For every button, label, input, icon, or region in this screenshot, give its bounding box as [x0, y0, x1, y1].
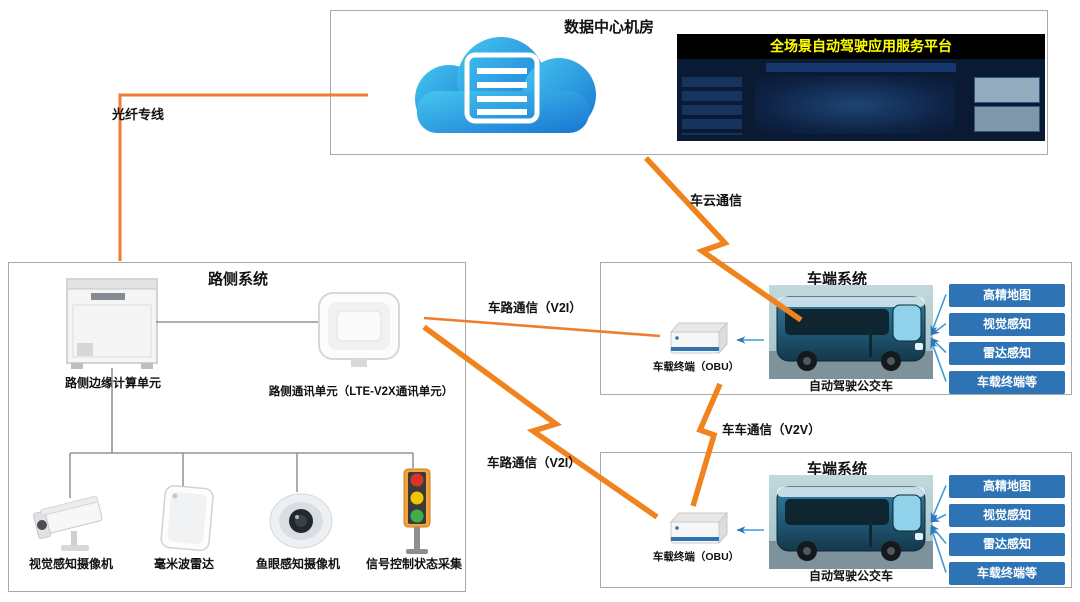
cloud-icon — [359, 29, 644, 144]
bus-label: 自动驾驶公交车 — [808, 569, 893, 583]
cloud-server-icon — [415, 37, 596, 133]
fiber-label: 光纤专线 — [112, 107, 165, 122]
autonomous-bus-icon — [769, 285, 933, 379]
fisheye-camera-icon — [267, 491, 337, 553]
obu-device-icon — [669, 511, 729, 545]
dashboard-side-panel — [682, 77, 742, 135]
tag-onboard-terminal: 车载终端等 — [949, 371, 1065, 394]
vehicle-system-title: 车端系统 — [806, 461, 868, 478]
v2i-bottom-label: 车路通信（V2I） — [487, 456, 581, 470]
cctv-camera-icon — [32, 495, 103, 551]
cabinet-icon — [66, 278, 158, 369]
tag-onboard-terminal: 车载终端等 — [949, 562, 1065, 585]
tag-hd-map: 高精地图 — [949, 475, 1065, 498]
v2v-label: 车车通信（V2V） — [722, 423, 821, 437]
roadside-title: 路侧系统 — [207, 271, 269, 288]
camera-label: 视觉感知摄像机 — [28, 557, 113, 571]
vehicle-system-box-1: 车端系统 车载终端（OBU） — [600, 262, 1072, 395]
vehicle-system-box-2: 车端系统 车载终端（OBU） — [600, 452, 1072, 588]
fisheye-label: 鱼眼感知摄像机 — [255, 557, 340, 571]
traffic-light-icon — [391, 467, 443, 557]
dashboard-header-bar — [766, 63, 956, 72]
datacenter-box: 数据中心机房 — [330, 10, 1048, 155]
roadside-system-box: 路侧系统 路侧边缘计算单元 路侧通讯单元（LTE-V2X通讯单元） — [8, 262, 466, 592]
dashboard-camera-thumb — [974, 106, 1040, 132]
obu-icon — [661, 508, 733, 552]
tag-radar-perception: 雷达感知 — [949, 533, 1065, 556]
platform-title: 全场景自动驾驶应用服务平台 — [677, 34, 1045, 59]
edge-unit-label: 路侧边缘计算单元 — [64, 376, 161, 390]
vehicle-system-title: 车端系统 — [806, 271, 868, 288]
bus-label: 自动驾驶公交车 — [808, 379, 893, 393]
tag-radar-perception: 雷达感知 — [949, 342, 1065, 365]
obu-device-icon — [669, 321, 729, 355]
datacenter-title: 数据中心机房 — [563, 19, 655, 36]
comm-unit-label: 路侧通讯单元（LTE-V2X通讯单元） — [268, 386, 454, 398]
tag-visual-perception: 视觉感知 — [949, 504, 1065, 527]
camera-icon — [29, 479, 124, 557]
signal-light-icon — [403, 468, 431, 554]
obu-label: 车载终端（OBU） — [652, 551, 740, 563]
rsu-device-icon — [318, 292, 400, 367]
autonomous-bus-icon — [769, 475, 933, 569]
rsu-icon — [313, 289, 405, 371]
tag-hd-map: 高精地图 — [949, 284, 1065, 307]
cloud-vehicle-label: 车云通信 — [690, 193, 743, 208]
radar-label: 毫米波雷达 — [153, 557, 214, 571]
bus-photo — [769, 285, 933, 379]
bus-photo — [769, 475, 933, 569]
platform-screenshot: 全场景自动驾驶应用服务平台 — [677, 34, 1045, 141]
dashboard-map-panel — [755, 76, 955, 134]
obu-label: 车载终端（OBU） — [652, 361, 740, 373]
v2i-top-label: 车路通信（V2I） — [488, 301, 582, 315]
radar-icon — [151, 481, 226, 559]
dome-camera-icon — [269, 493, 333, 549]
dashboard-graphic — [677, 59, 1045, 141]
signal-collect-label: 信号控制状态采集 — [365, 557, 462, 571]
obu-icon — [661, 318, 733, 362]
tag-visual-perception: 视觉感知 — [949, 313, 1065, 336]
mmwave-radar-icon — [160, 485, 214, 552]
edge-computing-unit-icon — [57, 271, 169, 373]
dashboard-camera-thumb — [974, 77, 1040, 103]
